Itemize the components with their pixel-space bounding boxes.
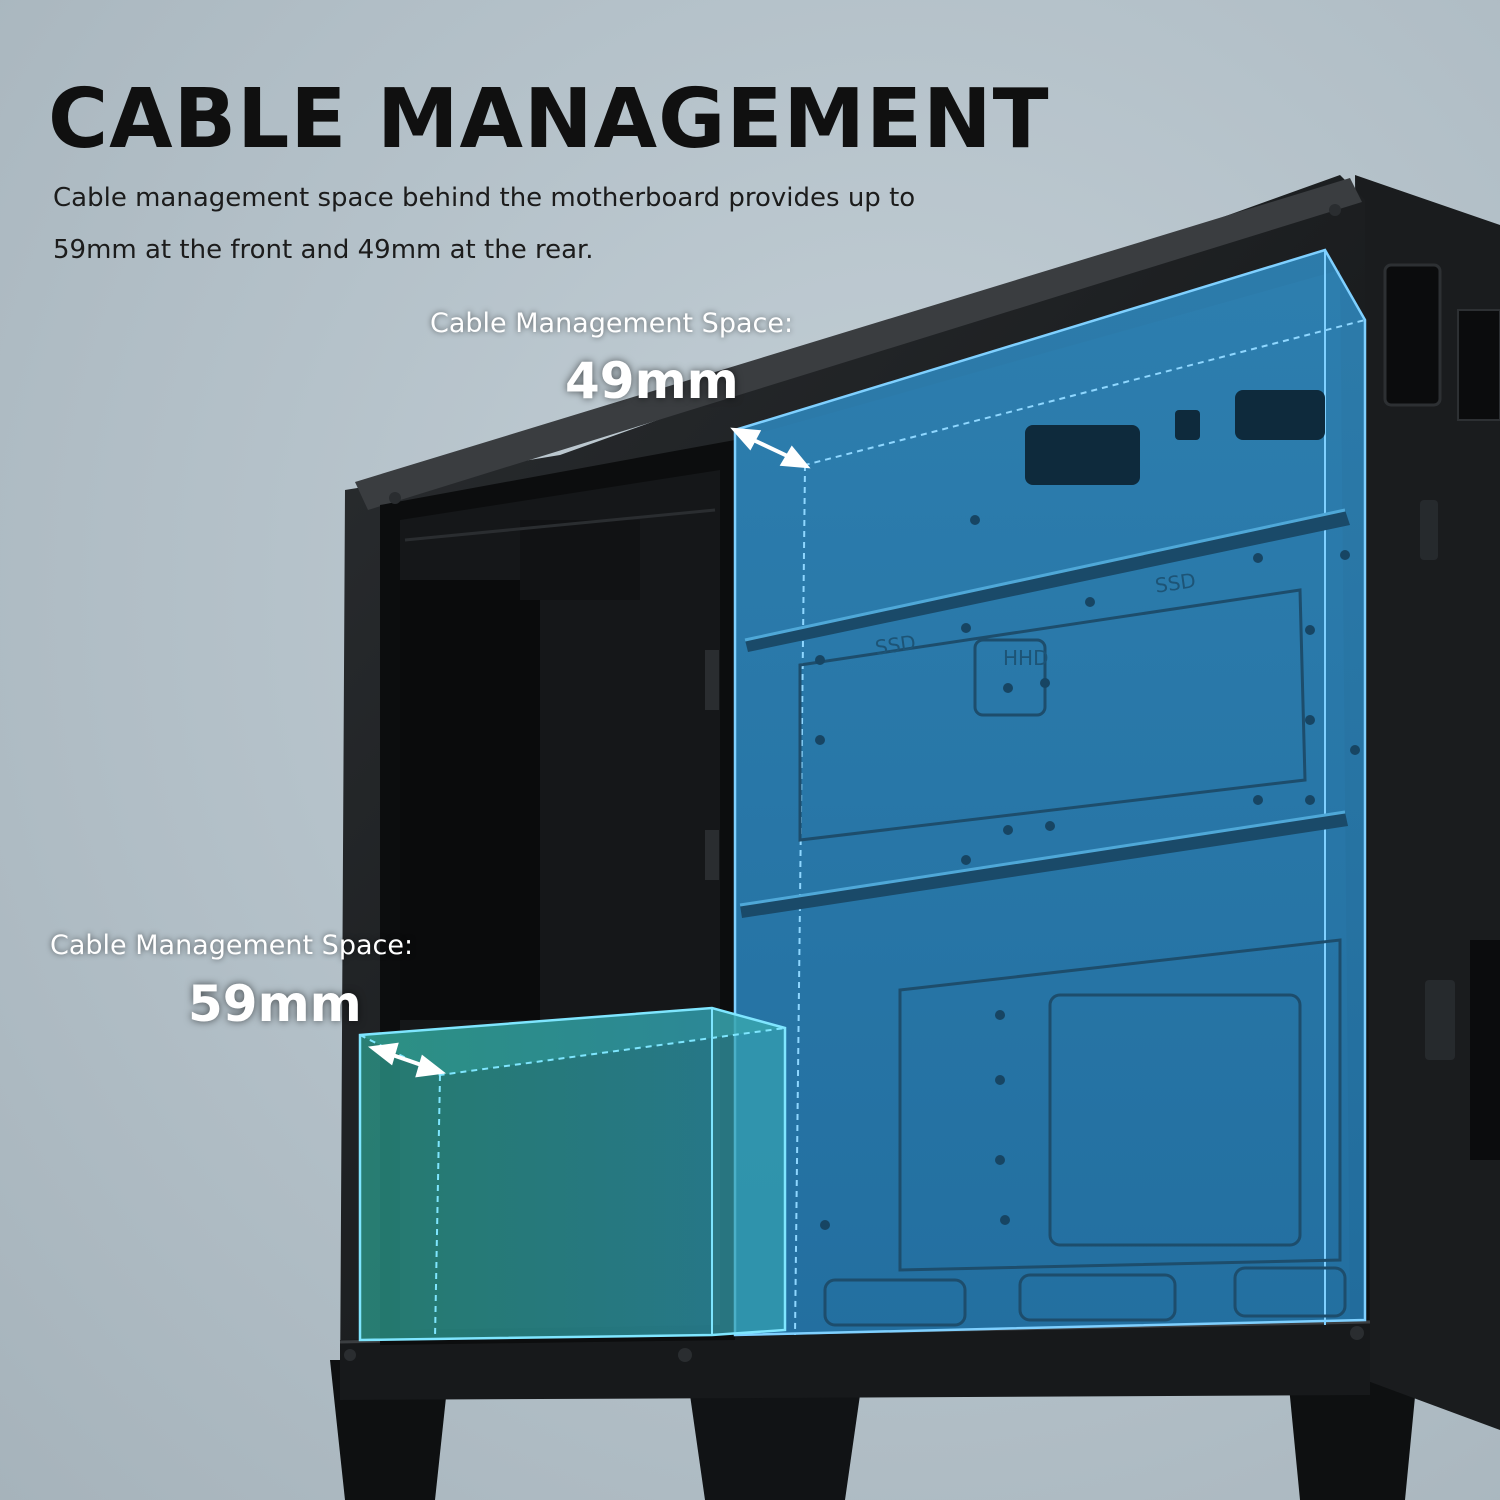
rear-space-label: Cable Management Space: [430,308,794,339]
page-subtitle: Cable management space behind the mother… [53,183,916,265]
front-space-label: Cable Management Space: [50,930,414,961]
ssd-marking-left: SSD [874,630,918,659]
frame-screws [344,204,1364,1362]
page-title: CABLE MANAGEMENT [48,72,1050,167]
case-rear-side [1355,175,1500,1430]
rear-cable-volume: SSD SSD HHD [733,248,1367,1337]
hdd-marking: HHD [1003,646,1048,670]
rear-measure-arrow [730,427,811,469]
front-cable-volume [358,1006,787,1342]
front-measure-arrow [367,1042,447,1078]
rear-space-value: 49mm [565,352,739,410]
front-space-value: 59mm [188,975,362,1033]
ssd-marking-top: SSD [1154,568,1198,597]
